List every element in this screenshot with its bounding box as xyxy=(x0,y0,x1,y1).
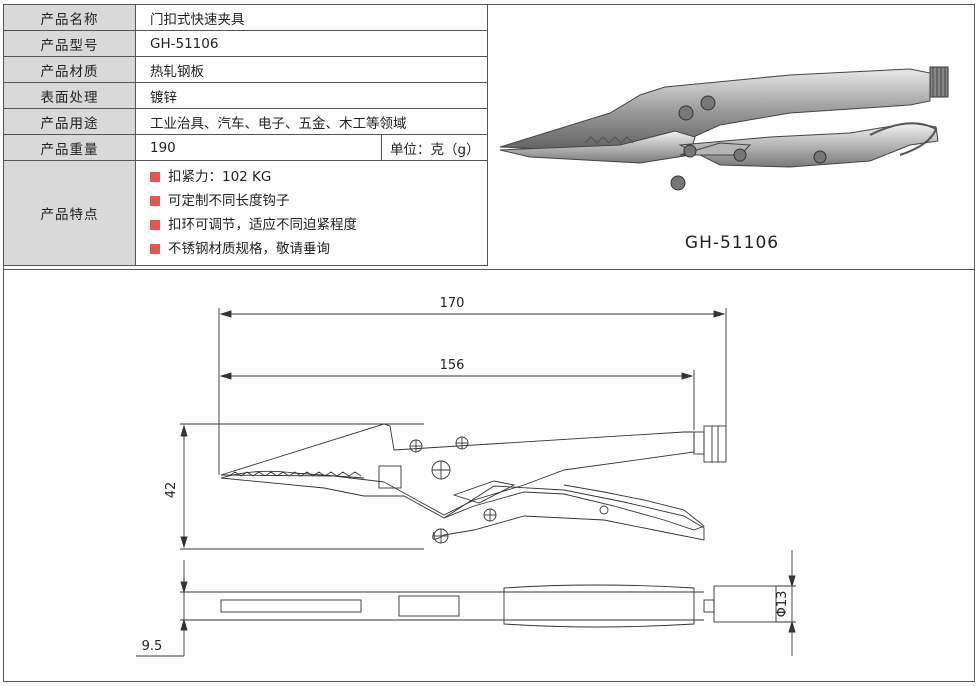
value-material: 热轧钢板 xyxy=(135,56,488,83)
value-usage: 工业治具、汽车、电子、五金、木工等领域 xyxy=(135,108,488,135)
value-finish: 镀锌 xyxy=(135,82,488,109)
features-cell: 扣紧力：102 KG 可定制不同长度钩子 扣环可调节，适应不同迫紧程度 不锈钢材… xyxy=(135,160,488,266)
spec-row-name: 产品名称 门扣式快速夹具 xyxy=(3,4,488,31)
dim-156-label: 156 xyxy=(440,358,465,373)
locking-pliers-photo-icon xyxy=(499,66,949,191)
weight-unit: 单位：克（g） xyxy=(381,134,488,161)
feature-text: 扣环可调节，适应不同迫紧程度 xyxy=(168,217,357,233)
product-photo: GH-51106 xyxy=(490,5,974,267)
dim-phi13-label: Φ13 xyxy=(775,591,790,618)
label-material: 产品材质 xyxy=(3,56,136,83)
spec-row-finish: 表面处理 镀锌 xyxy=(3,82,488,109)
feature-item: 扣紧力：102 KG xyxy=(150,165,487,189)
photo-model-caption: GH-51106 xyxy=(684,233,780,253)
label-name: 产品名称 xyxy=(3,4,136,31)
feature-item: 不锈钢材质规格，敬请垂询 xyxy=(150,237,487,261)
product-sheet xyxy=(3,4,975,682)
spec-row-weight: 产品重量 190 单位：克（g） xyxy=(3,134,488,161)
bullet-square-icon xyxy=(150,220,160,230)
spec-table: 产品名称 门扣式快速夹具 产品型号 GH-51106 产品材质 热轧钢板 表面处… xyxy=(3,4,488,266)
label-model: 产品型号 xyxy=(3,30,136,57)
value-weight: 190 xyxy=(135,134,382,161)
bullet-square-icon xyxy=(150,196,160,206)
dim-170-label: 170 xyxy=(440,296,465,311)
feature-text: 扣紧力：102 KG xyxy=(168,169,272,185)
feature-text: 可定制不同长度钩子 xyxy=(168,193,290,209)
dim-42-label: 42 xyxy=(164,482,179,499)
spec-row-model: 产品型号 GH-51106 xyxy=(3,30,488,57)
bullet-square-icon xyxy=(150,172,160,182)
label-features: 产品特点 xyxy=(3,160,136,266)
dimension-drawing: 170 156 42 9.5 Φ13 xyxy=(136,296,796,657)
dim-9-5-label: 9.5 xyxy=(142,639,163,654)
feature-text: 不锈钢材质规格，敬请垂询 xyxy=(168,241,330,257)
label-finish: 表面处理 xyxy=(3,82,136,109)
technical-drawing: 170 156 42 9.5 Φ13 xyxy=(4,269,974,682)
feature-item: 扣环可调节，适应不同迫紧程度 xyxy=(150,213,487,237)
label-usage: 产品用途 xyxy=(3,108,136,135)
feature-item: 可定制不同长度钩子 xyxy=(150,189,487,213)
spec-row-features: 产品特点 扣紧力：102 KG 可定制不同长度钩子 扣环可调节，适应不同迫紧程度… xyxy=(3,160,488,266)
spec-row-usage: 产品用途 工业治具、汽车、电子、五金、木工等领域 xyxy=(3,108,488,135)
value-name: 门扣式快速夹具 xyxy=(135,4,488,31)
features-list: 扣紧力：102 KG 可定制不同长度钩子 扣环可调节，适应不同迫紧程度 不锈钢材… xyxy=(150,161,487,265)
bullet-square-icon xyxy=(150,244,160,254)
label-weight: 产品重量 xyxy=(3,134,136,161)
spec-row-material: 产品材质 热轧钢板 xyxy=(3,56,488,83)
value-model: GH-51106 xyxy=(135,30,488,57)
